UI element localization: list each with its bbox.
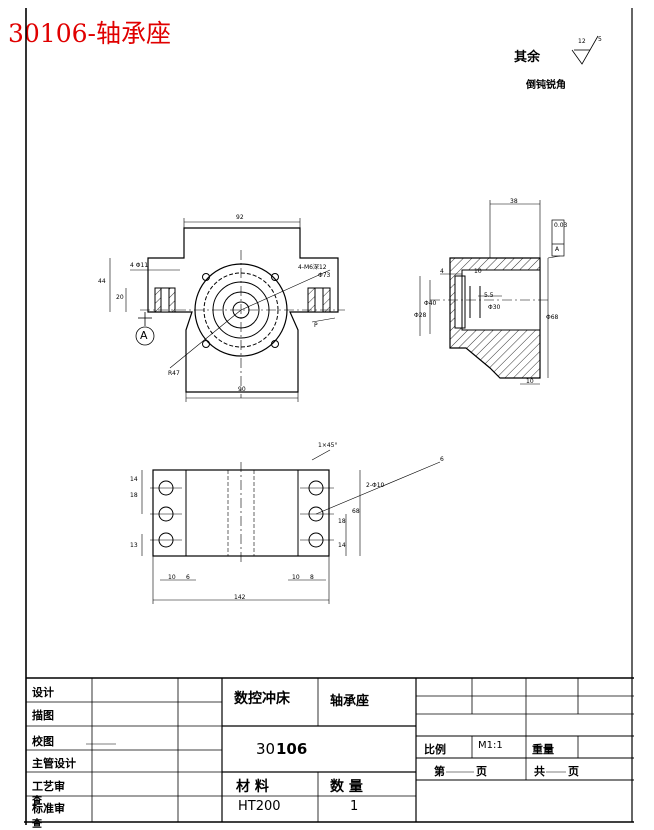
roughness-sub: 5 bbox=[598, 36, 602, 43]
dim-plan-chamfer: 1×45° bbox=[318, 442, 338, 449]
dim-hole-4m6: 4-M6深12 bbox=[298, 264, 327, 271]
tb-process-label-2: 查 bbox=[32, 796, 42, 807]
tb-drawing-no-a: 30 bbox=[256, 740, 276, 758]
dim-plan-14b: 14 bbox=[338, 542, 346, 549]
dim-bottom-90: 90 bbox=[238, 386, 246, 393]
tb-total-label-b: 页 bbox=[568, 765, 579, 778]
dim-plan-68: 68 bbox=[352, 508, 360, 515]
tb-quantity: 1 bbox=[350, 799, 359, 814]
dim-plan-18b: 18 bbox=[338, 518, 346, 525]
front-view bbox=[109, 218, 345, 402]
tb-department: 数控冲床 bbox=[234, 691, 290, 707]
tb-scale-label: 比例 bbox=[424, 743, 446, 756]
plan-view bbox=[141, 449, 441, 604]
tb-drawing-no-b: 106 bbox=[276, 740, 308, 758]
tb-check-label: 校图 bbox=[32, 735, 54, 748]
tb-process-label: 工艺审 bbox=[32, 780, 65, 793]
tb-standard-label: 标准审 bbox=[32, 802, 65, 815]
dim-plan-18: 18 bbox=[130, 492, 138, 499]
dim-plan-142: 142 bbox=[234, 594, 246, 601]
tol-0-03: 0.03 bbox=[554, 222, 568, 229]
tb-part-name: 轴承座 bbox=[330, 694, 370, 709]
tb-standard-label-2: 查 bbox=[32, 819, 42, 830]
dim-plan-8b: 8 bbox=[310, 574, 314, 581]
dim-d68: Φ68 bbox=[546, 314, 559, 321]
tb-material-label: 材 料 bbox=[236, 779, 269, 795]
tb-quantity-label: 数 量 bbox=[330, 779, 363, 795]
sheet-frame bbox=[24, 8, 634, 825]
dim-side-10: 10 bbox=[474, 268, 482, 275]
tb-chief-label: 主管设计 bbox=[32, 757, 76, 770]
dim-d40: Φ40 bbox=[424, 300, 437, 307]
title-block-grid bbox=[26, 677, 634, 822]
drawing-title: 30106-轴承座 bbox=[8, 19, 171, 48]
dim-d30: Φ30 bbox=[488, 304, 501, 311]
dim-side-4: 4 bbox=[440, 268, 444, 275]
side-section-view bbox=[419, 200, 565, 385]
dim-hole-4d11: 4 Φ11 bbox=[130, 262, 149, 269]
roughness-main: 12 bbox=[578, 38, 586, 45]
dim-plan-13: 13 bbox=[130, 542, 138, 549]
dim-side-10b: 10 bbox=[526, 378, 534, 385]
tb-sheet-label-a: 第 bbox=[434, 765, 445, 778]
tb-total-label-a: 共 bbox=[534, 765, 545, 778]
tb-sheet-label-b: 页 bbox=[476, 765, 487, 778]
dim-side-5-5: 5.5 bbox=[484, 292, 494, 299]
dim-d28: Φ28 bbox=[414, 312, 427, 319]
surface-note-other: 其余 bbox=[514, 50, 541, 65]
dim-side-38: 38 bbox=[510, 198, 518, 205]
dim-plan-10a: 10 bbox=[168, 574, 176, 581]
dim-plan-10b: 10 bbox=[292, 574, 300, 581]
tb-material: HT200 bbox=[238, 799, 281, 814]
dim-plan-6a: 6 bbox=[186, 574, 190, 581]
tb-design-label: 设计 bbox=[32, 686, 54, 699]
dim-height-44: 44 bbox=[98, 278, 106, 285]
dim-d73: Φ73 bbox=[318, 272, 331, 279]
view-p-label: P bbox=[314, 322, 318, 329]
roughness-symbol bbox=[571, 35, 599, 65]
dim-height-20: 20 bbox=[116, 294, 124, 301]
datum-a-label: A bbox=[140, 329, 148, 342]
tb-drafting-label: 描图 bbox=[32, 709, 54, 722]
tb-scale: M1:1 bbox=[478, 740, 503, 751]
dim-plan-holes-6: 6 bbox=[440, 456, 444, 463]
tol-datum-a: A bbox=[555, 246, 560, 253]
dim-top-width: 92 bbox=[236, 214, 244, 221]
chamfer-note: 倒钝锐角 bbox=[526, 80, 566, 91]
dim-plan-14: 14 bbox=[130, 476, 138, 483]
dim-plan-holes: 2-Φ10 bbox=[366, 482, 385, 489]
tb-weight-label: 重量 bbox=[532, 743, 554, 756]
dim-r47: R47 bbox=[168, 370, 180, 377]
